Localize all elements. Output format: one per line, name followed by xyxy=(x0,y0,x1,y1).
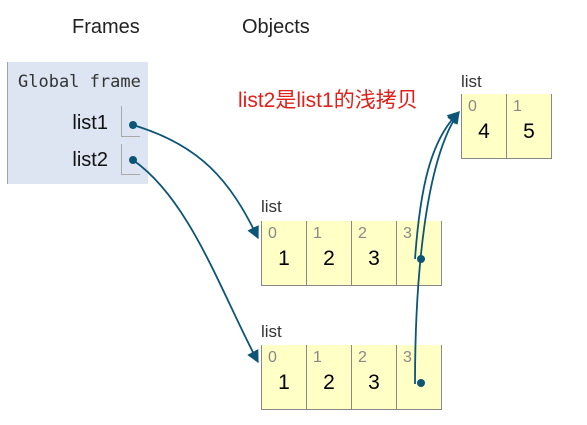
cell-value: 3 xyxy=(368,247,380,270)
list-cell: 1 2 xyxy=(307,221,352,286)
list-cell: 2 3 xyxy=(352,345,397,410)
cell-value: 4 xyxy=(478,120,490,143)
arrow-list2-to-list xyxy=(132,159,259,364)
list-cell: 2 3 xyxy=(352,221,397,286)
cell-index: 2 xyxy=(358,349,367,366)
arrow-list1-elem-to-inner xyxy=(414,111,460,260)
cell-index: 0 xyxy=(268,349,277,366)
cell-value: 2 xyxy=(323,247,335,270)
cell-value: 1 xyxy=(278,247,290,270)
cell-value: 3 xyxy=(368,371,380,394)
list2-object: 0 1 1 2 2 3 3 xyxy=(261,345,442,410)
list-cell: 1 2 xyxy=(307,345,352,410)
list-cell: 0 4 xyxy=(461,94,507,159)
annotation-text: list2是list1的浅拷贝 xyxy=(238,89,418,112)
cell-index: 3 xyxy=(403,225,412,242)
global-frame-title: Global frame xyxy=(18,72,141,92)
objects-header: Objects xyxy=(242,16,310,38)
list-cell: 1 5 xyxy=(507,94,552,159)
cell-index: 1 xyxy=(513,98,522,115)
inner-list: 0 4 1 5 xyxy=(461,94,552,159)
cell-index: 3 xyxy=(403,349,412,366)
inner-list-label: list xyxy=(461,72,482,91)
cell-value: 5 xyxy=(523,120,535,143)
cell-index: 0 xyxy=(468,98,477,115)
variable-list1-name: list1 xyxy=(72,112,108,134)
list-cell: 0 1 xyxy=(261,221,307,286)
global-frame: Global frame list1 list2 xyxy=(7,62,148,184)
cell-value: 2 xyxy=(323,371,335,394)
cell-value: 1 xyxy=(278,371,290,394)
cell-index: 2 xyxy=(358,225,367,242)
variable-list1-slot xyxy=(121,106,140,137)
cell-index: 0 xyxy=(268,225,277,242)
list1-object-label: list xyxy=(261,197,282,216)
pointer-dot xyxy=(417,379,425,387)
list-cell-reference: 3 xyxy=(397,345,442,410)
arrow-list2-elem-to-inner xyxy=(414,110,460,385)
list1-object: 0 1 1 2 2 3 3 xyxy=(261,221,442,286)
list-cell: 0 1 xyxy=(261,345,307,410)
cell-index: 1 xyxy=(313,349,322,366)
arrow-list1-to-list xyxy=(132,124,259,240)
variable-list2-slot xyxy=(121,144,140,175)
variable-list2-name: list2 xyxy=(72,149,108,171)
cell-index: 1 xyxy=(313,225,322,242)
list2-object-label: list xyxy=(261,322,282,341)
frames-header: Frames xyxy=(72,16,140,38)
